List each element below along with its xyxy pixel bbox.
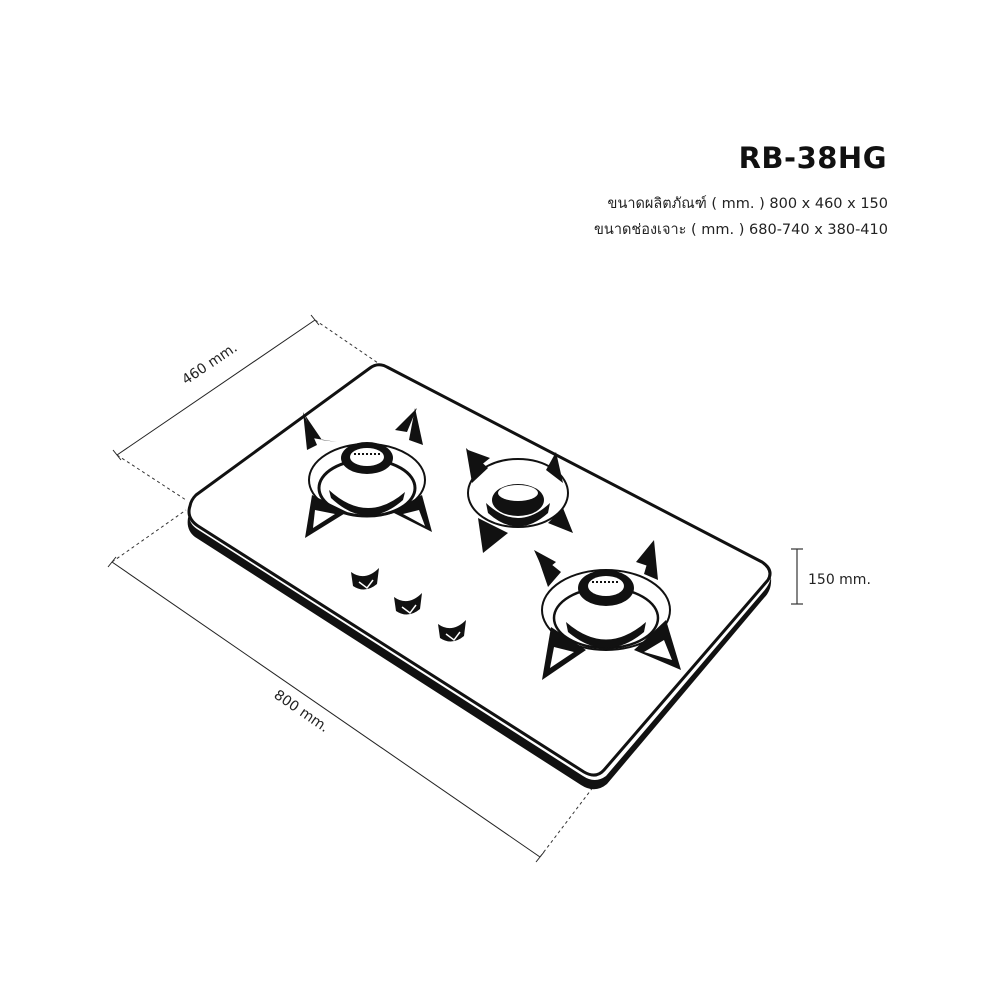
knob-2 [394, 593, 422, 615]
burner-left [303, 408, 432, 538]
knob-1 [351, 568, 379, 590]
cutout-size-spec: ขนาดช่องเจาะ ( mm. ) 680-740 x 380-410 [594, 222, 888, 238]
knob-3 [438, 620, 466, 642]
product-size-spec: ขนาดผลิตภัณฑ์ ( mm. ) 800 x 460 x 150 [607, 196, 888, 212]
height-dimension: 150 mm. [791, 548, 871, 605]
burner-right [534, 540, 681, 680]
width-label: 800 mm. [271, 687, 332, 736]
control-knobs [351, 568, 466, 642]
height-label: 150 mm. [808, 572, 871, 588]
burner-middle [466, 448, 573, 553]
hob-body [187, 363, 772, 790]
model-title: RB-38HG [738, 141, 887, 175]
depth-label: 460 mm. [179, 340, 240, 388]
